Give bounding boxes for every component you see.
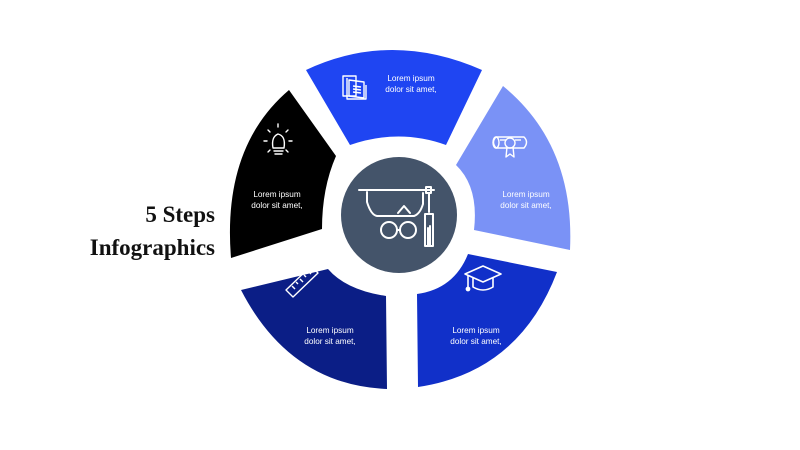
- page-title: 5 Steps Infographics: [50, 198, 215, 264]
- segment-bottom-left-text-line-1: Lorem ipsum: [306, 326, 354, 335]
- segment-top-text-line-1: Lorem ipsum: [387, 74, 435, 83]
- segment-bottom-right-text-line-1: Lorem ipsum: [452, 326, 500, 335]
- segment-bottom-right: [417, 254, 557, 387]
- diploma-scroll-icon: [492, 136, 528, 158]
- book-icon: [342, 75, 367, 100]
- segment-top-text-line-2: dolor sit amet,: [385, 85, 436, 94]
- segment-left: [229, 90, 336, 258]
- segment-left-text-line-2: dolor sit amet,: [251, 201, 302, 210]
- lightbulb-icon: [263, 123, 293, 155]
- mortarboard-glasses-icon: [358, 186, 435, 247]
- segment-left-text-line-1: Lorem ipsum: [253, 190, 301, 199]
- segment-bottom-right-text-line-2: dolor sit amet,: [450, 337, 501, 346]
- segment-right-text-line-2: dolor sit amet,: [500, 201, 551, 210]
- segment-right: [456, 86, 571, 250]
- title-line-2: Infographics: [89, 235, 215, 260]
- segment-right-text-line-1: Lorem ipsum: [502, 190, 550, 199]
- graduation-cap-icon: [464, 265, 502, 292]
- title-line-1: 5 Steps: [145, 202, 215, 227]
- segment-top: [306, 50, 482, 145]
- ruler-icon: [285, 265, 319, 298]
- segment-bottom-left-text-line-2: dolor sit amet,: [304, 337, 355, 346]
- segment-bottom-left: [241, 269, 387, 389]
